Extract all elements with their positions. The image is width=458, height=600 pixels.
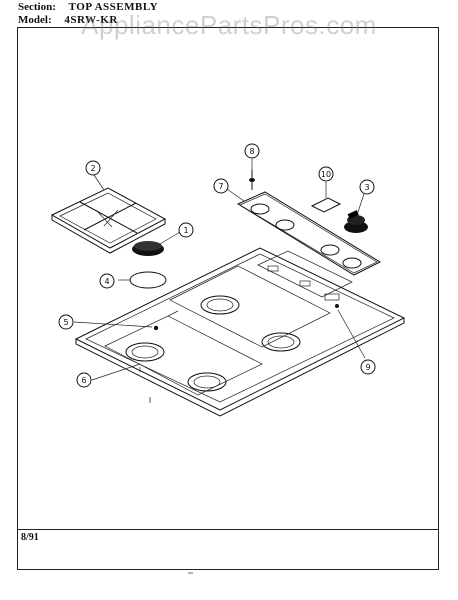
knob-pointer	[347, 210, 359, 219]
burner-cap-top	[134, 241, 162, 251]
svg-text:2: 2	[90, 164, 95, 173]
svg-text:6: 6	[81, 376, 86, 385]
leader-5	[73, 321, 153, 328]
callout-3: 3	[359, 179, 375, 195]
leader-1	[159, 231, 181, 245]
cooktop-inner-rim	[85, 253, 395, 403]
svg-text:7: 7	[218, 182, 223, 191]
grate-edge	[51, 215, 166, 254]
knob-base	[344, 221, 368, 233]
section-title: TOP ASSEMBLY	[68, 1, 159, 13]
left-burner-well	[104, 315, 263, 396]
control-panel-cutout	[257, 250, 353, 298]
svg-text:1: 1	[183, 226, 188, 235]
valve-slot-2	[299, 280, 311, 287]
right-burner-well	[169, 265, 331, 348]
callout-4: 4	[99, 273, 115, 289]
valve-slot-3	[324, 293, 340, 301]
grate-inner	[59, 192, 157, 244]
knob-hole-4	[342, 257, 362, 269]
burner-front-left-ring	[131, 345, 159, 359]
callout-8: 8	[244, 143, 260, 159]
cooktop-front-edge	[75, 318, 405, 417]
diagram-frame	[17, 27, 439, 570]
svg-text:9: 9	[365, 363, 370, 372]
footer-divider	[17, 529, 439, 530]
callout-10: 10	[318, 166, 334, 182]
callout-2: 2	[85, 160, 101, 176]
callout-1: 1	[178, 222, 194, 238]
burner-rear-left	[200, 295, 240, 315]
svg-text:5: 5	[63, 318, 68, 327]
panel-screw	[335, 304, 339, 308]
date-code: 8/91	[21, 532, 39, 543]
callout-6: 6	[76, 372, 92, 388]
trim-screw	[249, 170, 255, 190]
leader-2	[93, 174, 105, 191]
callout-5: 5	[58, 314, 74, 330]
leader-9	[337, 309, 366, 359]
model-label: Model:	[18, 14, 52, 26]
model-header: Model: 4SRW-KR	[18, 14, 118, 26]
svg-text:8: 8	[249, 147, 254, 156]
burner-rear-right	[261, 332, 301, 352]
control-trim-panel	[236, 191, 382, 276]
burner-rear-left-ring	[206, 298, 234, 312]
callout-7: 7	[213, 178, 229, 194]
valve-slot-1	[267, 265, 279, 272]
burner-front-left	[125, 342, 165, 362]
svg-text:10: 10	[321, 170, 331, 179]
svg-text:3: 3	[364, 183, 369, 192]
grate-finger-2	[103, 209, 119, 227]
callout-9: 9	[360, 359, 376, 375]
leader-3	[357, 193, 365, 213]
screw-head	[249, 178, 255, 182]
section-header: Section: TOP ASSEMBLY	[18, 1, 158, 13]
burner-ring	[129, 271, 167, 289]
knob-hole-1	[250, 203, 270, 215]
trim-panel-outline	[236, 191, 382, 276]
nameplate	[310, 197, 342, 213]
burner-grate	[50, 187, 167, 254]
section-label: Section:	[18, 1, 56, 13]
burner-front-right-ring	[193, 375, 221, 389]
svg-text:4: 4	[104, 277, 109, 286]
leader-7	[226, 188, 245, 202]
leader-6	[91, 363, 141, 381]
burner-rear-right-ring	[267, 335, 295, 349]
well-divider	[167, 310, 179, 317]
knob-hole-3	[320, 244, 340, 256]
grate-bar-2	[83, 202, 137, 231]
knob-hole-2	[275, 219, 295, 231]
leader-lines	[73, 159, 366, 381]
cooktop-body	[74, 247, 406, 417]
control-knob	[344, 210, 368, 233]
burner-front-right	[187, 372, 227, 392]
grate-finger-1	[95, 209, 113, 228]
trim-panel-inner	[239, 193, 378, 274]
igniter-screw	[153, 325, 159, 331]
model-number: 4SRW-KR	[64, 14, 118, 26]
